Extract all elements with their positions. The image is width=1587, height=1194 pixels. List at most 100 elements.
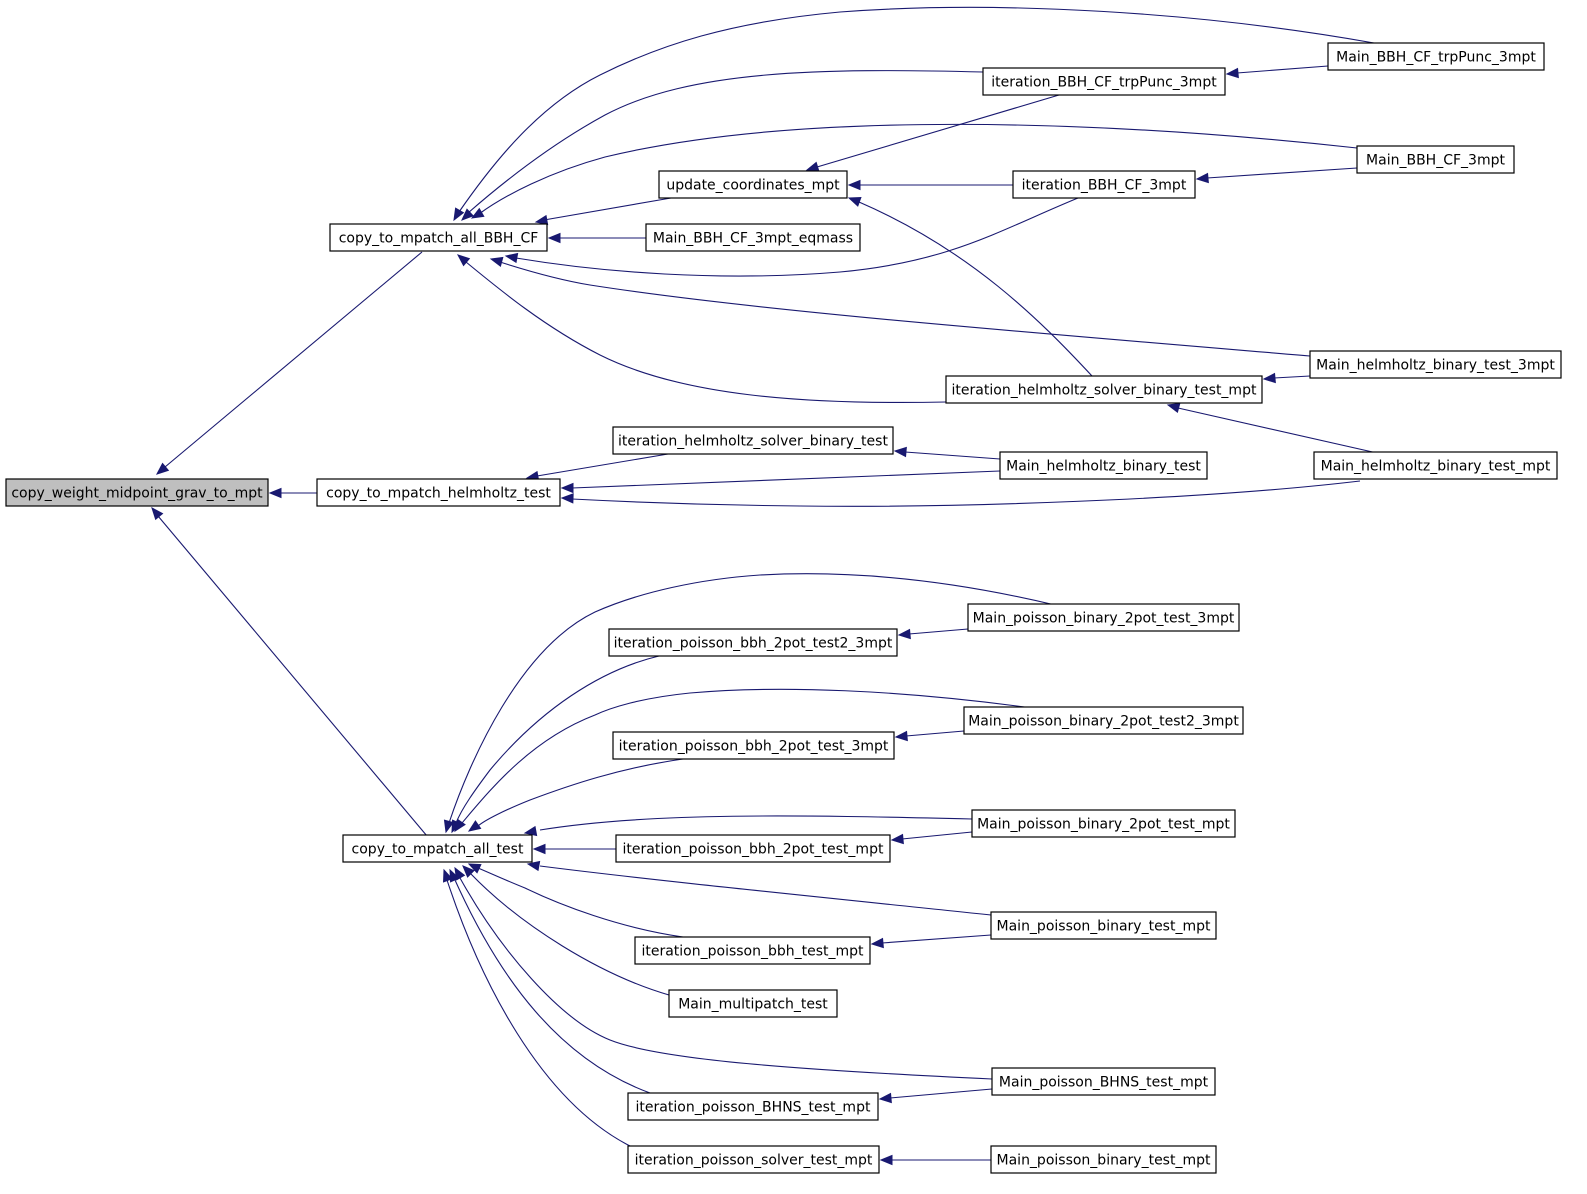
edge-iter_helm_mpt-to-main_helm3 — [1262, 372, 1311, 384]
node-update-coords[interactable]: update_coordinates_mpt — [658, 170, 848, 199]
edge-line — [539, 865, 992, 916]
node-label: Main_poisson_binary_test_mpt — [997, 919, 1211, 935]
arrowhead — [878, 1092, 892, 1104]
node-box[interactable] — [316, 478, 561, 507]
node-label: Main_poisson_binary_2pot_test_3mpt — [973, 611, 1235, 627]
node-iter-p-2pot2[interactable]: iteration_poisson_bbh_2pot_test2_3mpt — [608, 628, 898, 657]
node-iter-trppunc[interactable]: iteration_BBH_CF_trpPunc_3mpt — [982, 67, 1226, 96]
node-box[interactable] — [999, 451, 1208, 480]
node-main-p-bhns[interactable]: Main_poisson_BHNS_test_mpt — [991, 1067, 1216, 1096]
edge-iter_p_bhns-to-main_p_bhns — [878, 1088, 993, 1104]
node-main-bbh-eqmass[interactable]: Main_BBH_CF_3mpt_eqmass — [645, 223, 861, 252]
node-box[interactable] — [971, 809, 1236, 838]
edge-all_test-to-main_p_bhns — [454, 866, 993, 1080]
node-label: copy_to_mpatch_helmholtz_test — [326, 486, 551, 502]
node-iter-p-solver[interactable]: iteration_poisson_solver_test_mpt — [627, 1145, 880, 1174]
node-main-p-bin[interactable]: Main_poisson_binary_test_mpt — [990, 911, 1217, 940]
node-box[interactable] — [967, 603, 1240, 632]
edge-line — [536, 453, 669, 477]
edge-line — [889, 1088, 993, 1099]
arrowhead — [1225, 67, 1239, 79]
edge-iter_p_2pot3-to-main_p_2pot2 — [894, 730, 965, 742]
node-helm-test[interactable]: copy_to_mpatch_helmholtz_test — [316, 478, 561, 507]
node-main-trppunc[interactable]: Main_BBH_CF_trpPunc_3mpt — [1327, 42, 1545, 71]
edge-line — [459, 877, 993, 1080]
edge-all_test-to-iter_p_2pot3 — [467, 758, 684, 832]
edge-line — [477, 758, 684, 827]
node-box[interactable] — [1012, 170, 1196, 199]
edge-line — [816, 94, 1060, 168]
arrowhead — [1195, 172, 1209, 184]
edge-bbh_cf-to-main_bbh3 — [470, 123, 1358, 219]
node-box[interactable] — [645, 223, 861, 252]
node-box[interactable] — [5, 478, 269, 507]
graph-edges — [151, 6, 1378, 1166]
node-box[interactable] — [982, 67, 1226, 96]
node-box[interactable] — [990, 911, 1217, 940]
node-iter-p-bbh[interactable]: iteration_poisson_bbh_test_mpt — [634, 936, 871, 965]
edge-root-to-all_test — [151, 506, 428, 837]
node-iter-p-2potm[interactable]: iteration_poisson_bbh_2pot_test_mpt — [615, 834, 891, 863]
node-iter-p-bhns[interactable]: iteration_poisson_BHNS_test_mpt — [627, 1092, 879, 1121]
node-main-p-2pot2[interactable]: Main_poisson_binary_2pot_test2_3mpt — [963, 706, 1244, 735]
edge-update_coords-to-iter_trppunc — [805, 94, 1060, 172]
node-main-bbh3[interactable]: Main_BBH_CF_3mpt — [1356, 145, 1515, 174]
graph-nodes: copy_weight_midpoint_grav_to_mpt copy_to_… — [5, 42, 1562, 1174]
node-iter-helm-mpt[interactable]: iteration_helmholtz_solver_binary_test_m… — [945, 375, 1263, 404]
node-iter-bbh3[interactable]: iteration_BBH_CF_3mpt — [1012, 170, 1196, 199]
arrowhead — [560, 493, 574, 504]
node-label: iteration_poisson_bbh_2pot_test_mpt — [623, 842, 884, 858]
node-main-helm[interactable]: Main_helmholtz_binary_test — [999, 451, 1208, 480]
node-iter-p-2pot3[interactable]: iteration_poisson_bbh_2pot_test_3mpt — [612, 731, 895, 760]
edge-update_coords-to-iter_bbh3 — [847, 179, 1013, 191]
arrowhead — [523, 825, 538, 837]
edge-line — [455, 655, 660, 824]
node-main-p-2potm[interactable]: Main_poisson_binary_2pot_test_mpt — [971, 809, 1236, 838]
node-box[interactable] — [634, 936, 871, 965]
node-box[interactable] — [612, 731, 895, 760]
edge-bbh_cf-to-main_helm3 — [489, 256, 1311, 357]
node-box[interactable] — [658, 170, 848, 199]
edge-line — [446, 879, 631, 1147]
node-box[interactable] — [627, 1092, 879, 1121]
node-main-helm3[interactable]: Main_helmholtz_binary_test_3mpt — [1309, 350, 1562, 379]
node-box[interactable] — [342, 834, 533, 863]
node-main-p-bin2[interactable]: Main_poisson_binary_test_mpt — [990, 1145, 1217, 1174]
node-box[interactable] — [963, 706, 1244, 735]
arrowhead — [532, 843, 546, 855]
node-label: Main_poisson_BHNS_test_mpt — [999, 1075, 1209, 1091]
edge-all_test-to-main_p_2pot3 — [443, 573, 1056, 834]
node-iter-helm[interactable]: iteration_helmholtz_solver_binary_test — [612, 426, 894, 455]
node-bbh-cf[interactable]: copy_to_mpatch_all_BBH_CF — [329, 223, 548, 252]
node-box[interactable] — [945, 375, 1263, 404]
edge-line — [858, 201, 1093, 377]
arrowhead — [151, 506, 164, 521]
node-box[interactable] — [1356, 145, 1515, 174]
arrowhead — [879, 1154, 893, 1166]
node-box[interactable] — [1309, 350, 1562, 379]
node-label: Main_helmholtz_binary_test_3mpt — [1316, 358, 1555, 374]
node-box[interactable] — [991, 1067, 1216, 1096]
node-box[interactable] — [615, 834, 891, 863]
node-label: Main_helmholtz_binary_test — [1006, 459, 1201, 475]
node-box[interactable] — [990, 1145, 1217, 1174]
node-box[interactable] — [608, 628, 898, 657]
arrowhead — [453, 207, 465, 222]
node-root[interactable]: copy_weight_midpoint_grav_to_mpt — [5, 478, 269, 507]
node-main-p-2pot3[interactable]: Main_poisson_binary_2pot_test_3mpt — [967, 603, 1240, 632]
node-box[interactable] — [612, 426, 894, 455]
node-label: iteration_poisson_bbh_2pot_test2_3mpt — [614, 636, 893, 652]
arrowhead — [443, 868, 453, 883]
node-box[interactable] — [1313, 451, 1558, 480]
node-box[interactable] — [627, 1145, 880, 1174]
edge-line — [571, 480, 1361, 507]
edge-line — [157, 515, 428, 837]
node-box[interactable] — [668, 989, 838, 1018]
edge-helm_test-to-iter_helm — [525, 453, 669, 482]
node-main-helm-mpt[interactable]: Main_helmholtz_binary_test_mpt — [1313, 451, 1558, 480]
node-all-test[interactable]: copy_to_mpatch_all_test — [342, 834, 533, 863]
node-box[interactable] — [329, 223, 548, 252]
node-main-multi[interactable]: Main_multipatch_test — [668, 989, 838, 1018]
node-label: iteration_helmholtz_solver_binary_test_m… — [952, 383, 1257, 399]
node-box[interactable] — [1327, 42, 1545, 71]
